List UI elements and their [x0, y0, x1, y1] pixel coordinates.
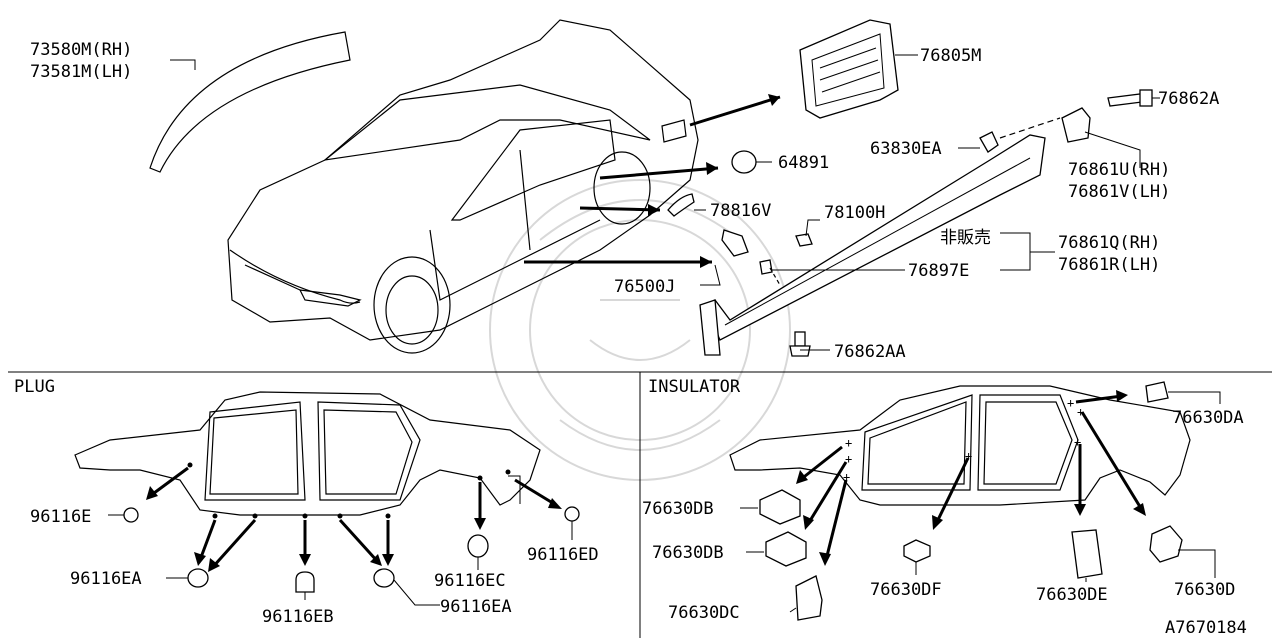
side-sill-molding-illustration — [667, 89, 1153, 357]
insulator-markers: + + + + + + + — [843, 396, 1084, 484]
label-76861r: 76861R(LH) — [1058, 255, 1160, 275]
label-76897e: 76897E — [908, 261, 969, 281]
diagram-id: A7670184 — [1165, 618, 1247, 638]
label-78100h: 78100H — [824, 203, 885, 223]
label-96116ec: 96116EC — [434, 571, 506, 591]
plug-arrows — [146, 466, 562, 572]
insulator-arrows — [796, 390, 1146, 566]
part-76805m-illustration — [799, 19, 899, 119]
svg-text:+: + — [965, 449, 972, 463]
label-not-for-sale: 非販売 — [940, 228, 991, 248]
label-76630da: 76630DA — [1172, 408, 1244, 428]
svg-text:+: + — [1067, 396, 1074, 410]
insulator-body-side-illustration — [729, 385, 1191, 506]
label-96116e: 96116E — [30, 507, 91, 527]
label-76630d: 76630D — [1174, 580, 1235, 600]
label-76862a: 76862A — [1158, 89, 1219, 109]
plug-body-side-illustration — [74, 391, 541, 516]
top-leader-lines — [170, 54, 1160, 351]
section-title-plug: PLUG — [14, 377, 55, 397]
svg-text:+: + — [1074, 435, 1081, 449]
svg-text:+: + — [843, 470, 850, 484]
label-96116ea-1: 96116EA — [70, 569, 142, 589]
insulator-parts — [759, 381, 1183, 621]
section-title-insulator: INSULATOR — [648, 377, 741, 397]
label-76500j: 76500J — [614, 277, 675, 297]
label-73580m: 73580M(RH) — [30, 40, 132, 60]
plug-leader-lines — [108, 514, 573, 606]
label-76861u: 76861U(RH) — [1068, 160, 1170, 180]
label-96116eb: 96116EB — [262, 607, 334, 627]
main-car-illustration — [149, 19, 699, 354]
label-76861q: 76861Q(RH) — [1058, 233, 1160, 253]
label-76630de: 76630DE — [1036, 585, 1108, 605]
label-76861v: 76861V(LH) — [1068, 182, 1170, 202]
svg-text:+: + — [845, 436, 852, 450]
svg-text:+: + — [1077, 405, 1084, 419]
plug-parts — [123, 506, 580, 593]
label-76630dc: 76630DC — [668, 603, 740, 623]
label-96116ea-2: 96116EA — [440, 597, 512, 617]
label-73581m: 73581M(LH) — [30, 62, 132, 82]
label-64891: 64891 — [778, 153, 829, 173]
label-78816v: 78816V — [710, 201, 771, 221]
label-76630db-2: 76630DB — [652, 543, 724, 563]
label-96116ed: 96116ED — [527, 545, 599, 565]
insulator-leader-lines — [740, 391, 1221, 613]
top-arrows — [524, 94, 781, 268]
svg-text:+: + — [845, 452, 852, 466]
label-76630df: 76630DF — [870, 580, 942, 600]
label-76862aa: 76862AA — [834, 342, 906, 362]
plug-markers — [187, 462, 511, 519]
label-76805m: 76805M — [920, 46, 981, 66]
label-63830ea: 63830EA — [870, 139, 942, 159]
label-76630db-1: 76630DB — [642, 499, 714, 519]
